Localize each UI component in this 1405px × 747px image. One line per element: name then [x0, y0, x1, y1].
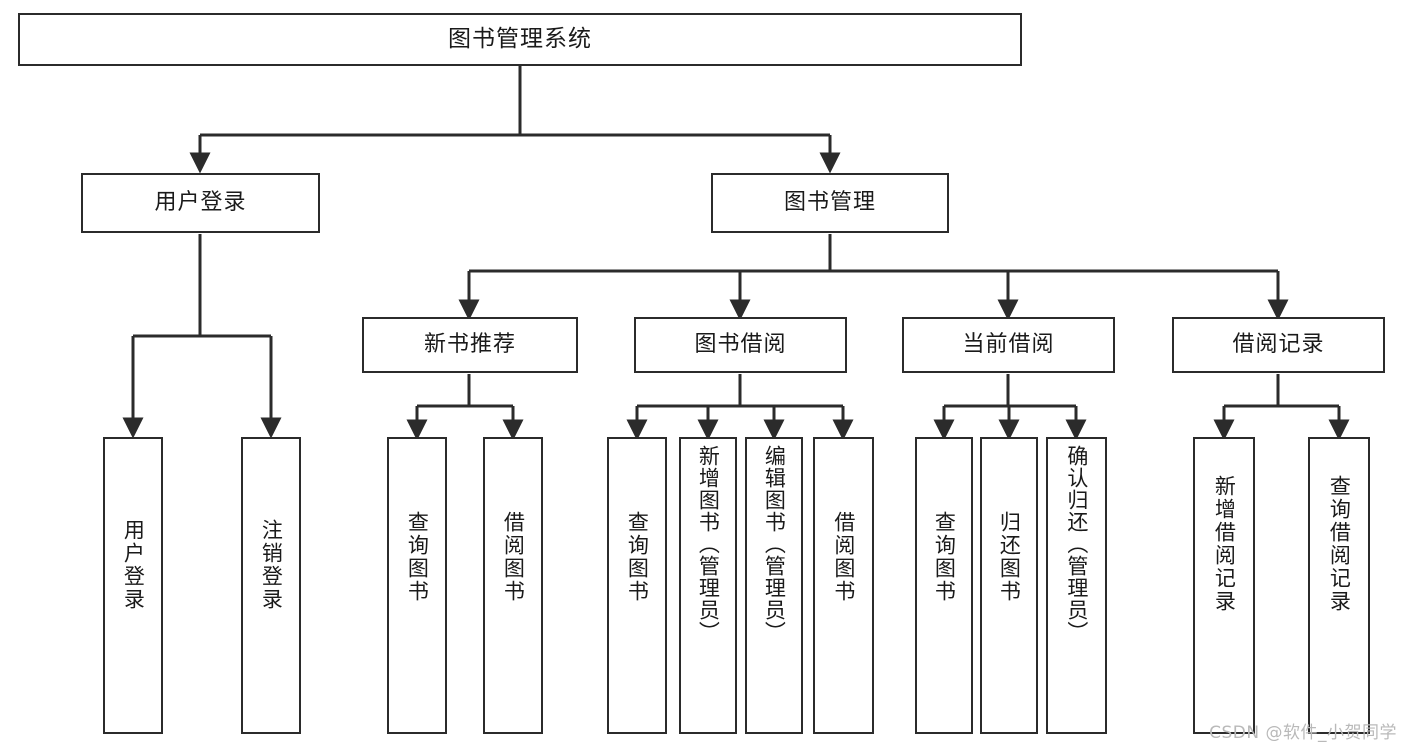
- node-book-borrow[interactable]: 图书借阅: [634, 317, 847, 373]
- leaf-add-borrow-record[interactable]: 新增借阅记录: [1193, 437, 1255, 734]
- leaf-borrow-book-new-rec[interactable]: 借阅图书: [483, 437, 543, 734]
- leaf-query-book-current[interactable]: 查询图书: [915, 437, 973, 734]
- node-root-book-management-system[interactable]: 图书管理系统: [18, 13, 1022, 66]
- node-current-borrow[interactable]: 当前借阅: [902, 317, 1115, 373]
- leaf-logout-login[interactable]: 注销登录: [241, 437, 301, 734]
- leaf-query-borrow-record[interactable]: 查询借阅记录: [1308, 437, 1370, 734]
- node-label: 借阅图书: [501, 511, 526, 603]
- leaf-user-login[interactable]: 用户登录: [103, 437, 163, 734]
- leaf-confirm-return-admin[interactable]: 确认归还（管理员）: [1046, 437, 1107, 734]
- csdn-watermark: CSDN @软件_小贺同学: [1209, 723, 1397, 743]
- node-label: 图书管理: [783, 189, 876, 215]
- node-label: 图书管理系统: [448, 25, 592, 52]
- node-new-book-recommendation[interactable]: 新书推荐: [362, 317, 578, 373]
- node-label: 查询图书: [405, 511, 430, 603]
- leaf-query-book-borrow[interactable]: 查询图书: [607, 437, 667, 734]
- leaf-add-book-admin[interactable]: 新增图书（管理员）: [679, 437, 737, 734]
- node-label: 新增图书（管理员）: [696, 445, 721, 643]
- node-label: 查询图书: [932, 511, 957, 603]
- node-label: 查询借阅记录: [1327, 475, 1352, 613]
- node-label: 用户登录: [121, 519, 146, 611]
- node-label: 图书借阅: [694, 331, 787, 357]
- leaf-return-book[interactable]: 归还图书: [980, 437, 1038, 734]
- node-label: 确认归还（管理员）: [1064, 445, 1089, 643]
- node-label: 归还图书: [997, 511, 1022, 603]
- node-label: 注销登录: [259, 519, 284, 611]
- node-label: 借阅记录: [1232, 331, 1325, 357]
- leaf-borrow-book-borrow[interactable]: 借阅图书: [813, 437, 874, 734]
- leaf-edit-book-admin[interactable]: 编辑图书（管理员）: [745, 437, 803, 734]
- node-user-login[interactable]: 用户登录: [81, 173, 320, 233]
- leaf-query-book-new-rec[interactable]: 查询图书: [387, 437, 447, 734]
- node-label: 当前借阅: [962, 331, 1055, 357]
- node-label: 用户登录: [154, 189, 247, 215]
- node-label: 借阅图书: [831, 511, 856, 603]
- node-book-manage[interactable]: 图书管理: [711, 173, 949, 233]
- node-borrow-record[interactable]: 借阅记录: [1172, 317, 1385, 373]
- node-label: 查询图书: [625, 511, 650, 603]
- node-label: 编辑图书（管理员）: [762, 445, 787, 643]
- node-label: 新增借阅记录: [1212, 475, 1237, 613]
- node-label: 新书推荐: [423, 331, 516, 357]
